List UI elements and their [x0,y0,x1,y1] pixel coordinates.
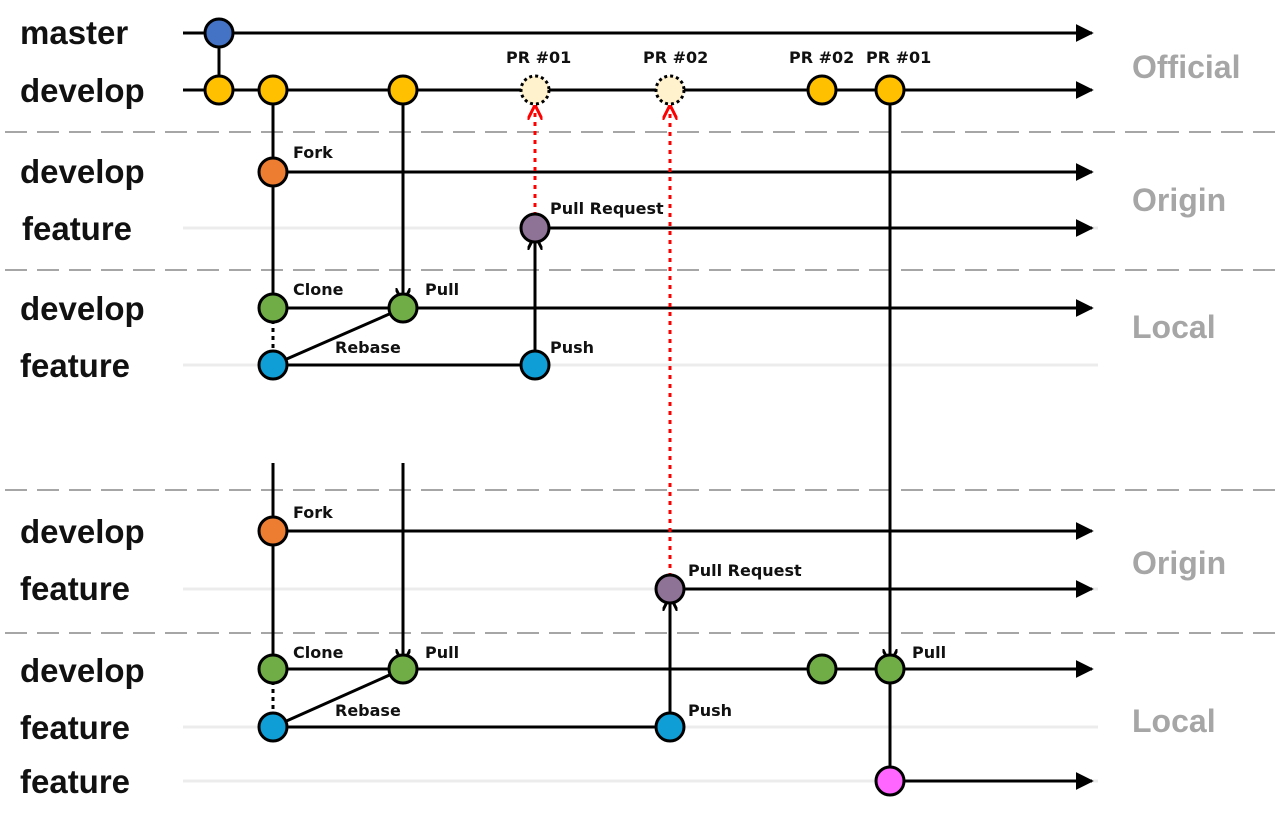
annotation-clone-2: Clone [293,643,344,662]
commit-new-feature [874,765,906,797]
branch-label-feature-origin-2: feature [20,570,130,607]
annotation-pull-3: Pull [912,643,946,662]
commit-pull-1 [387,292,419,324]
pr-links [535,108,670,577]
commit-pr01-merged [874,74,906,106]
branch-label-feature-local-3: feature [20,763,130,800]
commit-fork-1 [257,156,289,188]
action-annotations: Fork Pull Request Clone Pull Rebase Push… [293,143,946,720]
section-label-official: Official [1132,49,1240,85]
commit-develop-2 [257,74,289,106]
commit-pull-2 [387,653,419,685]
commit-master [203,17,235,49]
branch-label-develop-origin-2: develop [20,513,145,550]
annotation-pull-1: Pull [425,280,459,299]
branch-label-develop-local-1: develop [20,290,145,327]
annotation-rebase-2: Rebase [335,701,401,720]
commit-pull-request-2 [654,573,686,605]
commit-local-develop-extra [806,653,838,685]
annotation-pull-request-1: Pull Request [550,199,664,218]
section-labels: Official Origin Local Origin Local [1132,49,1240,739]
annotation-fork-1: Fork [293,143,333,162]
branch-label-feature-origin-1: feature [22,210,132,247]
pr-label-pr01-merged: PR #01 [866,48,931,67]
branch-label-feature-local-2: feature [20,709,130,746]
pr-labels: PR #01 PR #02 PR #02 PR #01 [506,48,931,67]
branch-lines [183,24,1094,790]
section-label-local-1: Local [1132,309,1216,345]
commit-pr01-pending [519,74,551,106]
branch-label-develop-official: develop [20,72,145,109]
section-label-origin-2: Origin [1132,545,1226,581]
commit-fork-2 [257,515,289,547]
annotation-pull-request-2: Pull Request [688,561,802,580]
annotation-push-1: Push [550,338,594,357]
branch-label-feature-local-1: feature [20,347,130,384]
annotation-push-2: Push [688,701,732,720]
pr-label-pr02-merged: PR #02 [789,48,854,67]
rebase-line-1 [272,306,404,367]
commit-develop-1 [203,74,235,106]
section-label-local-2: Local [1132,703,1216,739]
annotation-rebase-1: Rebase [335,338,401,357]
section-label-origin-1: Origin [1132,182,1226,218]
commit-rebase-1 [257,349,289,381]
branch-label-develop-origin-1: develop [20,153,145,190]
commit-rebase-2 [257,711,289,743]
commit-pr02-merged [806,74,838,106]
commit-push-1 [519,349,551,381]
commit-pull-3 [874,653,906,685]
pr-label-pr01-pending: PR #01 [506,48,571,67]
rebase-line-2 [272,667,404,729]
branch-labels: master develop develop feature develop f… [20,14,145,800]
commit-pr02-pending [654,74,686,106]
section-dividers [5,131,1278,634]
commit-clone-1 [257,292,289,324]
commit-push-2 [654,711,686,743]
annotation-clone-1: Clone [293,280,344,299]
commit-develop-3 [387,74,419,106]
annotation-pull-2: Pull [425,643,459,662]
branch-label-master: master [20,14,128,51]
commit-pull-request-1 [519,212,551,244]
pr-label-pr02-pending: PR #02 [643,48,708,67]
commit-clone-2 [257,653,289,685]
annotation-fork-2: Fork [293,503,333,522]
commits [203,17,906,797]
branch-label-develop-local-2: develop [20,652,145,689]
